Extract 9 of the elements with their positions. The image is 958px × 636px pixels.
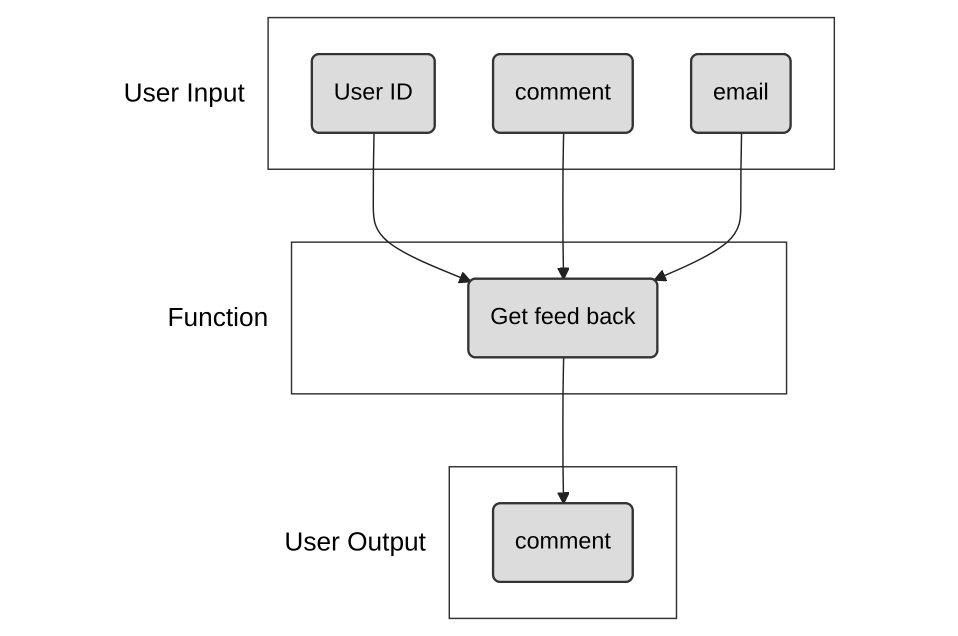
arrow: [654, 134, 742, 282]
node-label: User Input: [124, 78, 245, 108]
arrow: [372, 134, 472, 284]
cluster: [267, 16, 836, 170]
node-label: Function: [168, 302, 268, 332]
node-label: User Output: [284, 527, 426, 556]
cluster: [290, 241, 788, 395]
arrow: [556, 134, 570, 280]
cluster: [448, 466, 678, 620]
